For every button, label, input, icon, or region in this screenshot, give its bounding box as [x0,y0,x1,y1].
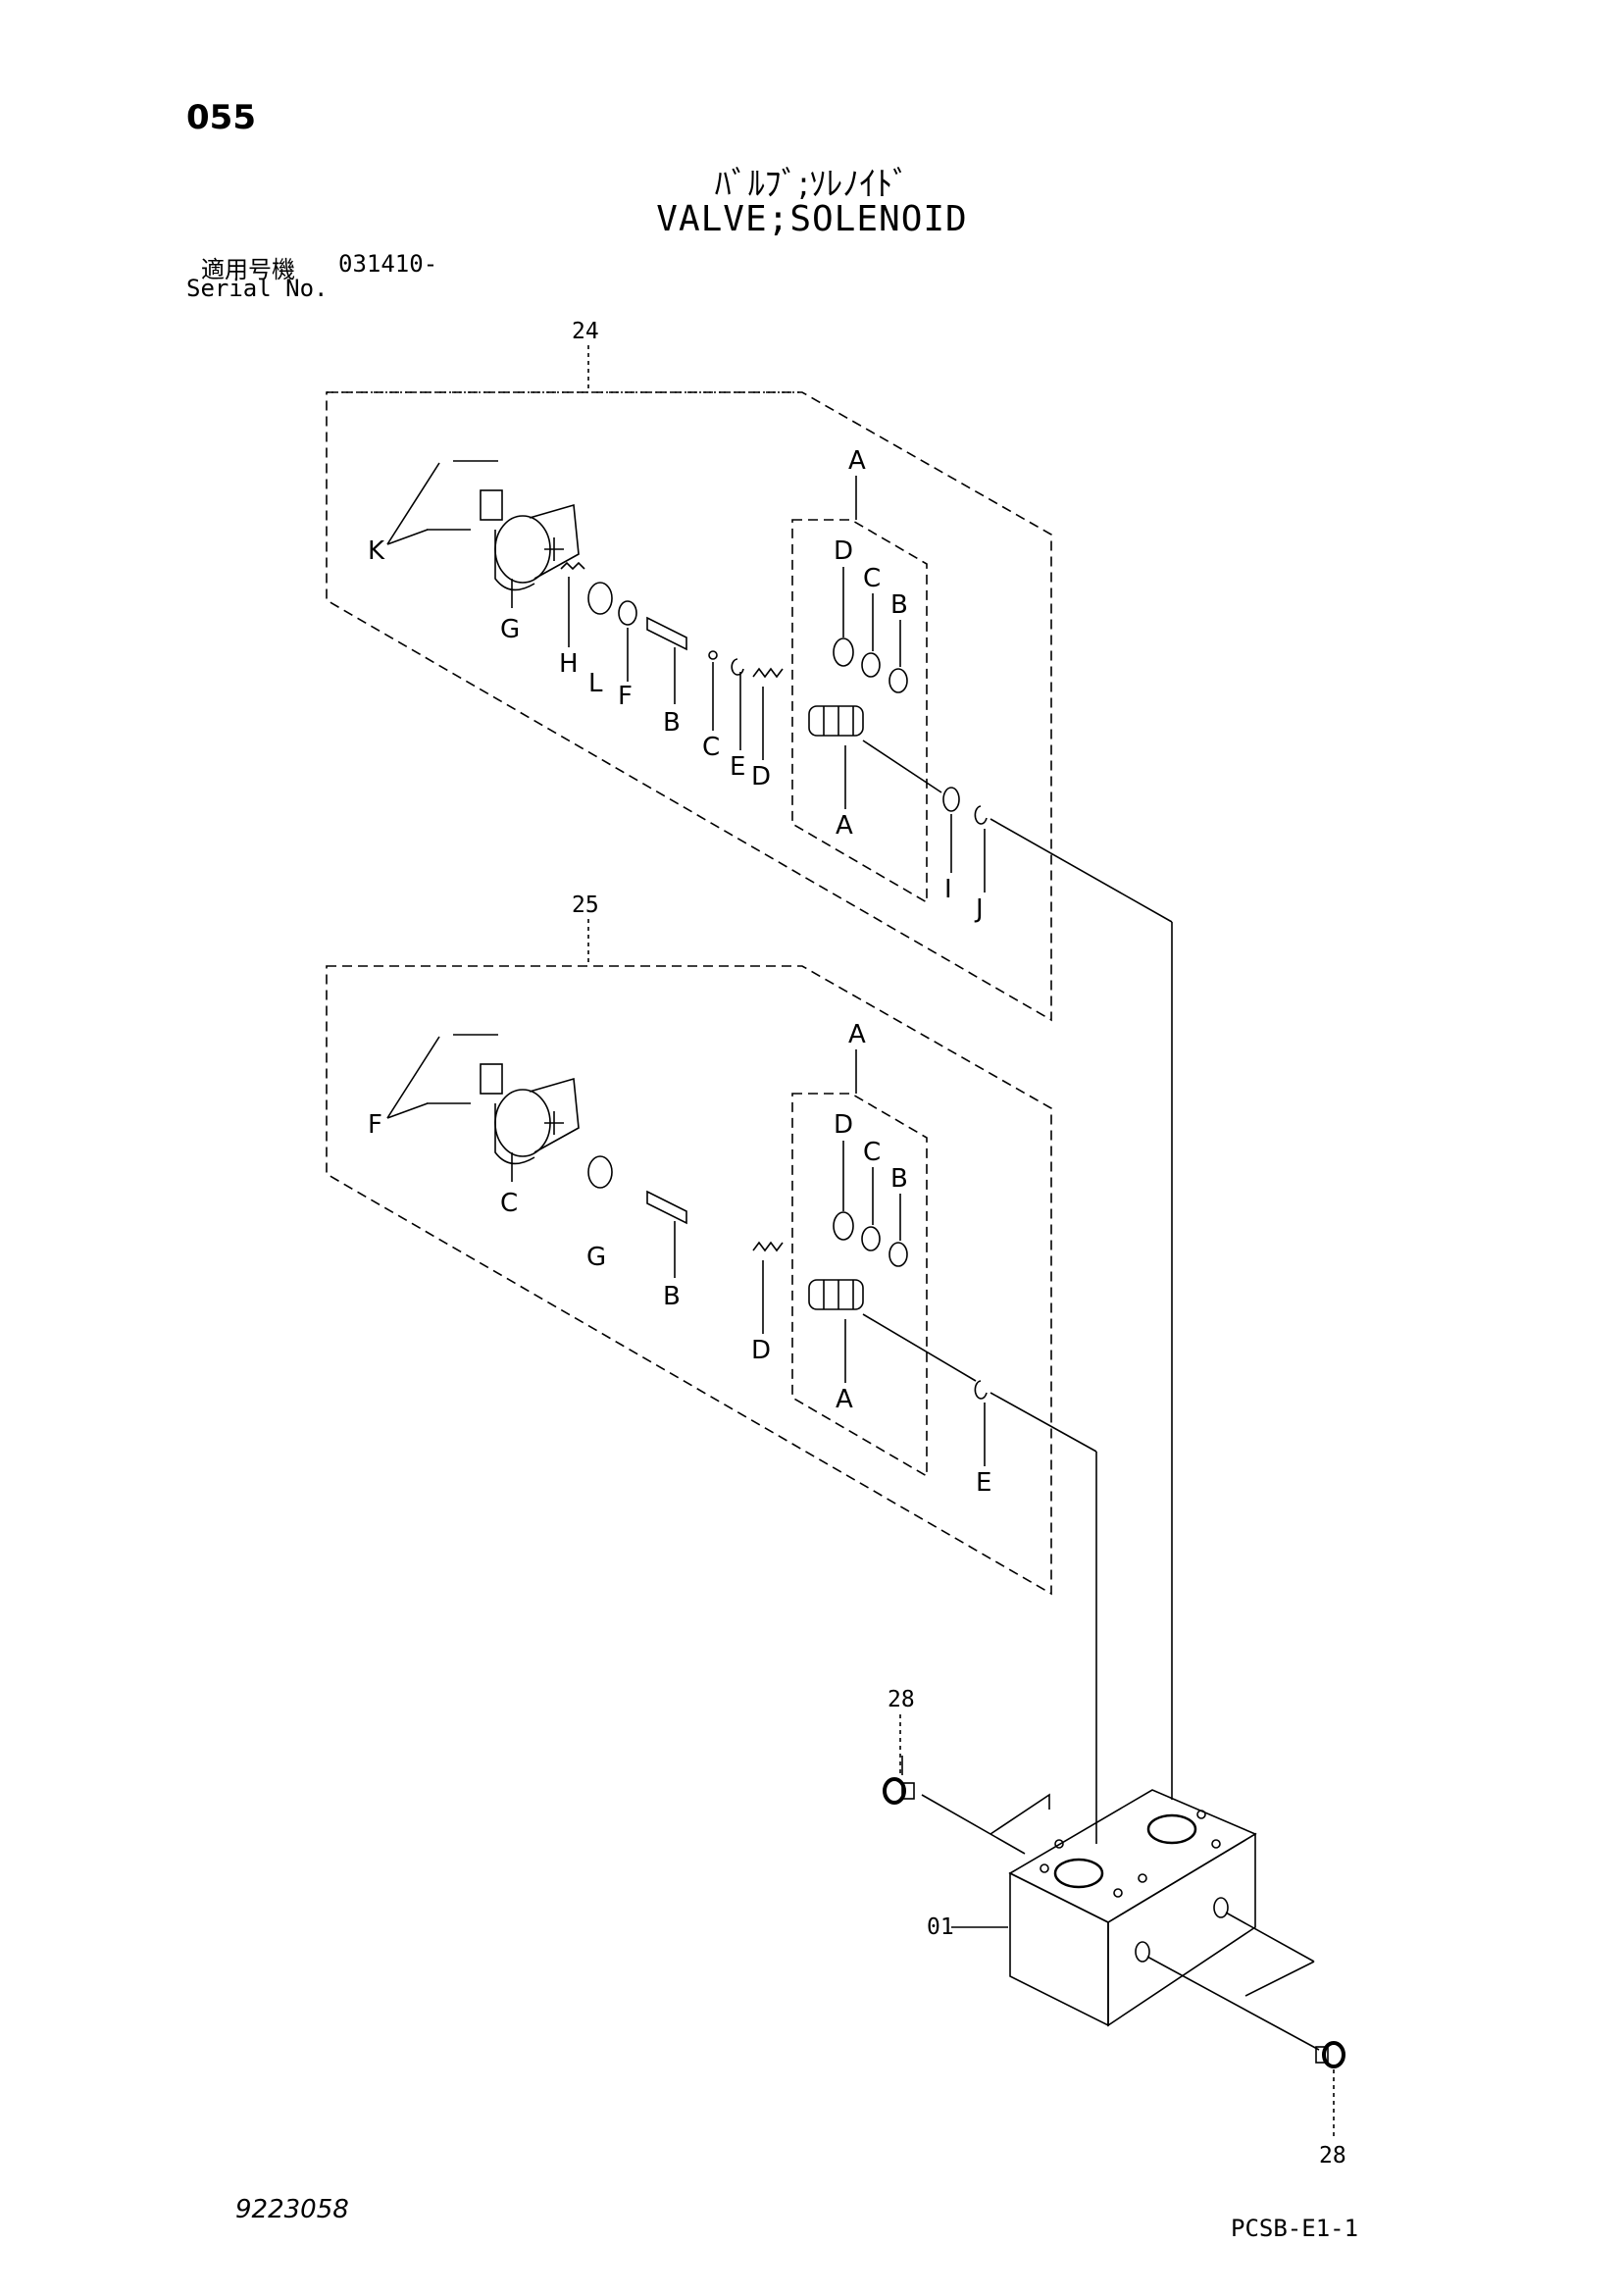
callout-b-25: B [663,1282,681,1311]
callout-l: L [588,669,603,698]
serial-label-english: Serial No. [186,275,329,302]
assembly-24-boundary [326,391,1052,1022]
title-japanese: ﾊﾞﾙﾌﾞ;ｿﾚﾉｲﾄﾞ [714,165,910,204]
callout-c-upper: C [863,564,881,593]
callout-e-25: E [976,1468,991,1498]
callout-a-top-25: A [848,1020,866,1049]
callout-g: G [500,615,520,644]
cartridge [808,705,864,737]
valve-body: 01 [921,1789,1320,2051]
assembly-25-boundary [326,965,1052,1596]
callout-a-top: A [848,446,866,476]
callout-c-upper-25: C [863,1138,881,1167]
callout-b: B [663,708,681,738]
subassembly-a-boundary-25 [791,1093,928,1478]
assembly-25: 25 A F C G B D [326,893,1097,1844]
callout-c: C [702,733,720,762]
callout-a-bottom-25: A [836,1385,853,1414]
solenoid-coil-25 [480,1063,580,1165]
callout-d-25: D [751,1336,771,1365]
plug-ref-top: 28 [888,1687,915,1712]
callout-c-25: C [500,1189,518,1218]
document-number: 9223058 [235,2195,349,2224]
plug-ref-bottom: 28 [1319,2143,1346,2168]
callout-k: K [368,536,385,566]
callout-j: J [974,894,984,924]
serial-label-japanese: 適用号機 [201,256,295,283]
page-code: PCSB-E1-1 [1231,2215,1359,2242]
callout-d-upper: D [834,536,853,566]
callout-b-upper: B [890,590,908,620]
assembly-ref-24: 24 [572,319,599,344]
callout-f-25: F [368,1110,382,1140]
assembly-ref-25: 25 [572,893,599,918]
serial-number: 031410- [338,250,438,278]
callout-a-bottom: A [836,811,853,841]
callout-b-upper-25: B [890,1164,908,1194]
subassembly-a-boundary [791,519,928,904]
body-ref: 01 [927,1914,954,1940]
solenoid-coil [480,489,580,591]
page-number: 055 [186,98,256,137]
callout-h: H [559,649,579,679]
body-front-face [1009,1871,1109,2027]
cartridge-25 [808,1279,864,1310]
callout-f: F [618,682,633,711]
callout-d: D [751,762,771,791]
plug-top: 28 [883,1687,915,1805]
body-side-face [1107,1832,1256,2027]
callout-i: I [944,875,952,904]
title-english: VALVE;SOLENOID [656,199,968,239]
assembly-24: 24 A K G H L F [326,319,1173,1800]
callout-d-upper-25: D [834,1110,853,1140]
callout-e: E [730,752,745,782]
callout-g-25: G [586,1243,606,1272]
plug-bottom: 28 [1315,2041,1346,2168]
